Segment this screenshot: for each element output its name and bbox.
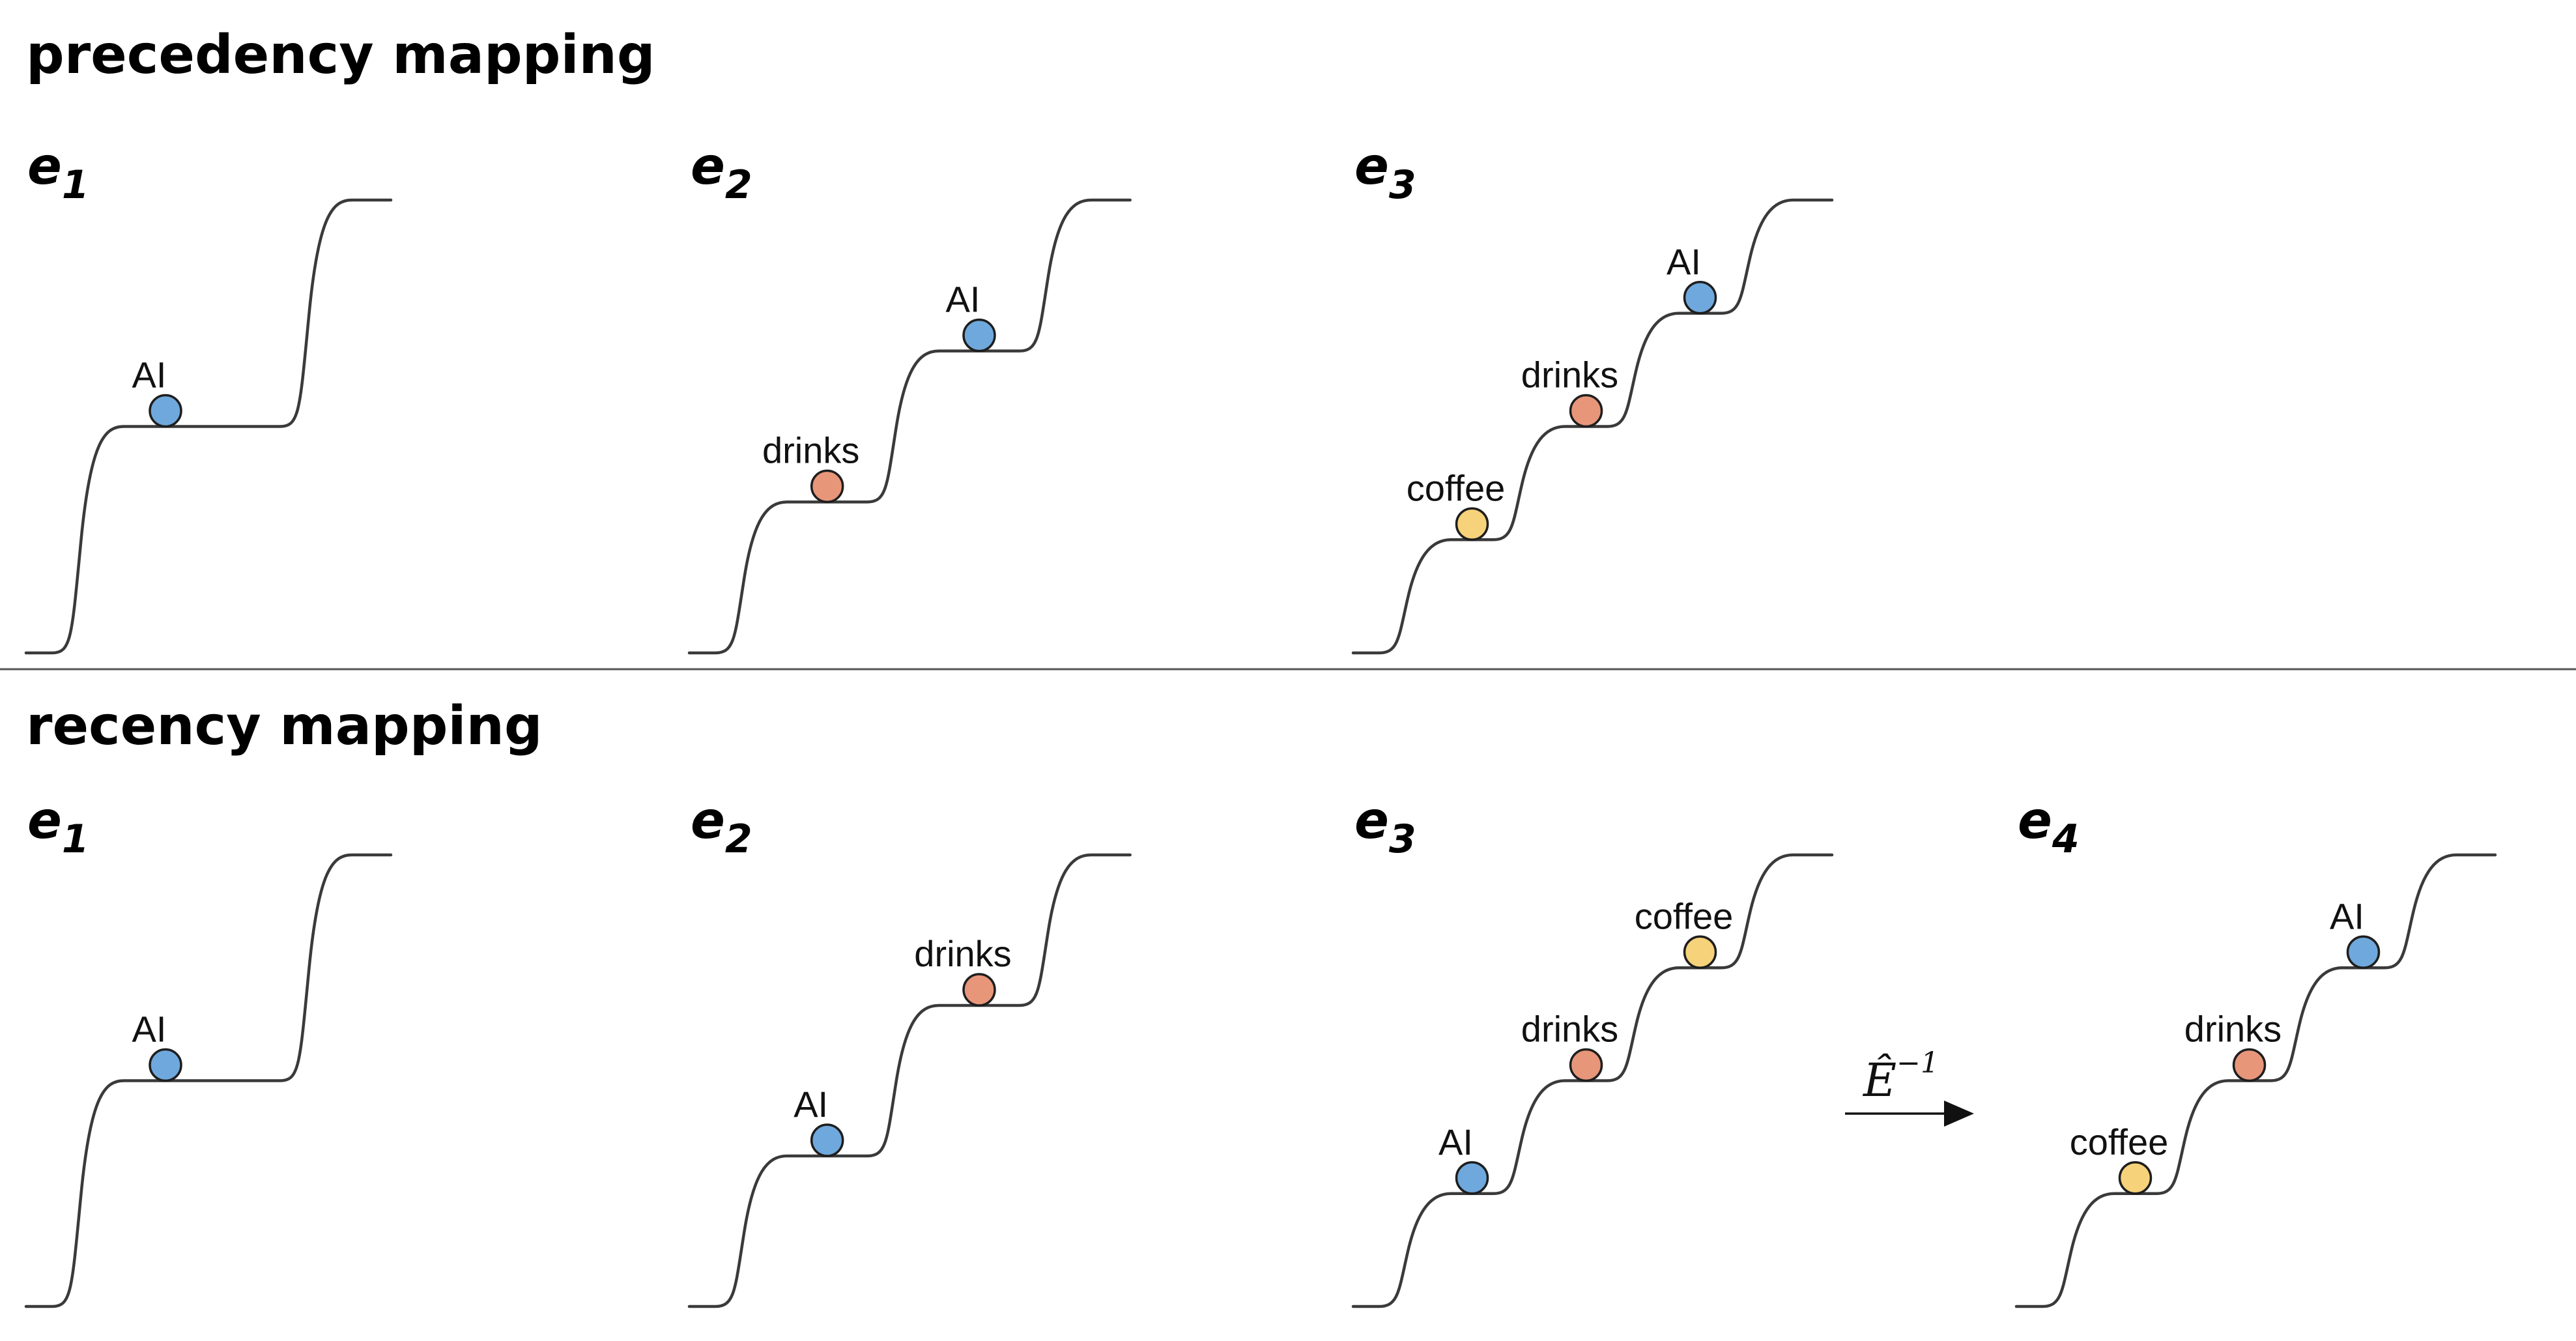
panel-recency-e4: e4 coffee drinks AI: [2014, 792, 2497, 1308]
panel-precedency-e2: e2 drinks AI: [687, 137, 1132, 655]
token-ai: [810, 1123, 844, 1157]
panel-label: e4: [2018, 792, 2080, 862]
token-ai: [2346, 935, 2381, 969]
token-label: drinks: [1521, 1009, 1618, 1050]
precedency-title: precedency mapping: [26, 24, 655, 86]
token-label: AI: [946, 279, 980, 320]
staircase-line: [24, 198, 393, 655]
token-coffee: [2118, 1161, 2153, 1195]
token-drinks: [810, 469, 844, 504]
token-label: AI: [1438, 1121, 1473, 1162]
token-ai: [1683, 281, 1717, 315]
panel-label: e1: [27, 792, 89, 862]
token-drinks: [1569, 1048, 1603, 1082]
token-ai: [962, 318, 996, 353]
staircase-line: [24, 853, 393, 1308]
recency-title: recency mapping: [26, 695, 543, 757]
token-ai: [149, 1048, 182, 1082]
token-drinks: [962, 973, 996, 1007]
arrow-head: [1944, 1101, 1974, 1127]
token-label: AI: [794, 1084, 828, 1125]
token-ai: [149, 394, 182, 428]
staircase-line: [1351, 198, 1834, 655]
token-label: drinks: [914, 933, 1011, 974]
token-drinks: [2232, 1048, 2267, 1082]
staircase-line: [1351, 853, 1834, 1308]
token-label: AI: [2330, 895, 2364, 936]
panel-label: e2: [691, 792, 752, 862]
token-drinks: [1569, 394, 1603, 428]
panel-label: e1: [27, 137, 89, 208]
token-label: drinks: [2184, 1009, 2282, 1050]
token-coffee: [1683, 935, 1717, 969]
token-label: drinks: [762, 429, 859, 470]
inverse-arrow: Ê−1: [1845, 1046, 1974, 1127]
token-label: coffee: [1407, 467, 1506, 508]
token-coffee: [1455, 507, 1489, 541]
staircase-line: [687, 853, 1132, 1308]
token-ai: [1455, 1161, 1489, 1195]
panel-precedency-e3: e3 coffee drinks AI: [1351, 137, 1834, 655]
inverse-operator-label: Ê−1: [1862, 1046, 1939, 1107]
token-label: AI: [1667, 241, 1701, 282]
panel-label: e3: [1354, 137, 1416, 208]
token-label: coffee: [2070, 1121, 2169, 1162]
panel-label: e3: [1354, 792, 1416, 862]
token-label: coffee: [1635, 895, 1734, 936]
panel-label: e2: [691, 137, 752, 208]
token-label: drinks: [1521, 354, 1618, 396]
token-label: AI: [132, 354, 167, 396]
token-label: AI: [132, 1009, 167, 1050]
staircase-line: [2014, 853, 2497, 1308]
staircase-line: [687, 198, 1132, 655]
